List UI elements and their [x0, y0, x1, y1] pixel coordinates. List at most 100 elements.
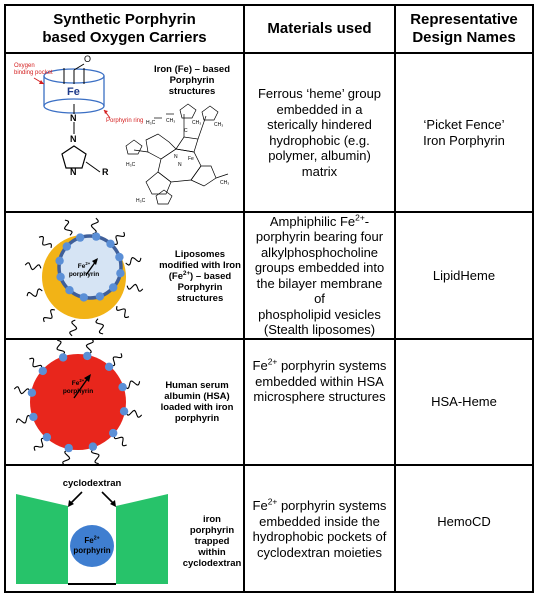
- cyclodextran-label-line: trapped: [194, 536, 230, 547]
- materials-line: embedded inside the: [259, 513, 380, 529]
- porphyrin-bead: [29, 412, 38, 422]
- materials-line: embedded within HSA: [255, 373, 384, 389]
- column-divider: [243, 6, 245, 591]
- porphyrin-bead: [55, 256, 64, 265]
- porphyrin-bead: [58, 353, 68, 362]
- hsa-core-label: Fe2+ porphyrin: [62, 377, 94, 395]
- materials-line: cyclodextran moieties: [257, 544, 382, 560]
- cyclodextran-label-line: iron: [203, 514, 221, 525]
- materials-hsa-heme: Fe2+ porphyrin systems embedded within H…: [245, 340, 394, 464]
- cyclodextran-diagram: cyclodextran Fe2+ porphyrin iron porphyr…: [6, 466, 243, 591]
- lipid-tail-squiggle: [116, 306, 130, 318]
- lipid-tail-squiggle: [90, 217, 99, 235]
- header-design-names: Representative Design Names: [410, 11, 518, 46]
- porphyrin-bead: [27, 388, 37, 397]
- porphyrin-bead: [38, 366, 47, 376]
- hsa-diagram: Fe2+ porphyrin Human serum albumin (HSA)…: [6, 340, 243, 464]
- r-group-label: R: [102, 167, 109, 177]
- design-name-hsa-heme: HSA-Heme: [431, 394, 497, 410]
- liposome-label-line: structures: [176, 293, 224, 304]
- porphyrin-bead: [56, 272, 65, 282]
- lipid-tail-squiggle: [29, 357, 43, 370]
- porphyrin-bead: [64, 443, 73, 453]
- oxygen-carriers-table: Synthetic Porphyrin based Oxygen Carrier…: [4, 4, 534, 593]
- materials-line: (Stealth liposomes): [263, 322, 376, 337]
- iron-porphyrin-label: Iron (Fe) – based Porphyrin structures: [153, 64, 230, 97]
- lipid-tail-squiggle: [26, 288, 43, 298]
- lipid-tail-squiggle: [110, 353, 123, 367]
- porphyrin-bead: [116, 269, 125, 278]
- svg-text:H₃C: H₃C: [136, 198, 146, 204]
- liposome-label-line: Porphyrin: [177, 282, 223, 293]
- materials-hemocd: Fe2+ porphyrin systems embedded inside t…: [245, 466, 394, 591]
- lipid-tail-squiggle: [125, 409, 143, 418]
- porphyrin-bead: [75, 233, 85, 242]
- svg-text:N: N: [178, 162, 182, 168]
- porphyrin-bead: [62, 242, 71, 251]
- hsa-label-line: Human serum: [165, 380, 229, 391]
- svg-text:Fe: Fe: [188, 156, 194, 162]
- lipid-tail-squiggle: [126, 283, 144, 292]
- nitrogen-atom-label: N: [70, 167, 77, 177]
- materials-picket-fence: Ferrous ‘heme’ group embedded in a steri…: [257, 86, 382, 179]
- svg-text:H₃C: H₃C: [126, 162, 136, 168]
- lipid-tail-squiggle: [63, 219, 73, 236]
- lipo-core-label: Fe2+ porphyrin: [68, 260, 100, 278]
- row-divider: [6, 211, 532, 213]
- lipid-tail-squiggle: [43, 309, 55, 323]
- hsa-label: Human serum albumin (HSA) loaded with ir…: [154, 380, 240, 424]
- oxygen-atom-label: O: [84, 54, 92, 64]
- liposome-label-line: (Fe2+) – based: [168, 269, 232, 282]
- porphyrin-bead: [104, 362, 114, 371]
- materials-lipidheme: Amphiphilic Fe2+- porphyrin bearing four…: [245, 213, 394, 338]
- svg-text:N: N: [174, 154, 178, 160]
- liposome-diagram: Fe2+ porphyrin Liposomes modified with I…: [6, 213, 243, 338]
- lipid-tail-squiggle: [56, 340, 66, 356]
- cyclodextran-label: iron porphyrin trapped within cyclodextr…: [182, 514, 242, 569]
- materials-line: hydrophobic pockets of: [252, 529, 387, 544]
- row-divider: [6, 52, 532, 54]
- svg-text:CH₃: CH₃: [220, 180, 229, 186]
- porphyrin-bead: [118, 382, 127, 392]
- materials-line: groups embedded into: [254, 260, 385, 275]
- lipid-tail-squiggle: [15, 414, 32, 424]
- lipid-tail-squiggle: [13, 386, 31, 395]
- hsa-label-line: porphyrin: [174, 413, 220, 424]
- liposome-label-line: modified with Iron: [159, 260, 241, 271]
- porphyrin-bead: [109, 428, 118, 438]
- lipid-tail-squiggle: [69, 319, 78, 337]
- porphyrin-bead: [65, 286, 74, 295]
- materials-line: phospholipid vesicles: [258, 306, 381, 322]
- hsa-label-line: albumin (HSA): [164, 391, 230, 402]
- lipid-tail-squiggle: [113, 434, 127, 447]
- materials-line: microsphere structures: [253, 389, 386, 404]
- design-name-picket-fence: ‘Picket Fence’ Iron Porphyrin: [423, 117, 505, 148]
- header-materials: Materials used: [267, 20, 372, 37]
- column-divider: [394, 6, 396, 591]
- porphyrin-ring-label: Porphyrin ring: [106, 118, 144, 124]
- lipid-tail-squiggle: [125, 256, 142, 266]
- cyclodextran-label-line: within: [198, 547, 226, 558]
- cyclodextran-top-label: cyclodextran: [62, 478, 122, 489]
- svg-text:C: C: [184, 128, 188, 134]
- lipid-tail-squiggle: [62, 449, 71, 464]
- porphyrin-bead: [83, 351, 92, 361]
- porphyrin-bead: [119, 407, 129, 416]
- lipid-tail-squiggle: [124, 380, 141, 390]
- materials-line: Fe2+ porphyrin systems: [252, 496, 387, 513]
- materials-line: Fe2+ porphyrin systems: [252, 356, 387, 373]
- materials-line: alkylphosphocholine: [260, 244, 379, 260]
- svg-text:CH₃: CH₃: [166, 118, 175, 124]
- cyclo-core-label: Fe2+ porphyrin: [73, 535, 111, 555]
- row-divider: [6, 464, 532, 466]
- liposome-label-line: Liposomes: [174, 249, 226, 260]
- svg-text:CH₃: CH₃: [192, 120, 201, 126]
- lipid-tail-squiggle: [24, 262, 42, 271]
- materials-line: Amphiphilic Fe2+-: [269, 212, 370, 229]
- nitrogen-atom-label: N: [70, 134, 77, 144]
- materials-line: the bilayer membrane of: [256, 275, 383, 307]
- lipid-tail-squiggle: [38, 236, 52, 248]
- svg-text:CH₃: CH₃: [214, 122, 223, 128]
- porphyrin-bead: [88, 442, 98, 451]
